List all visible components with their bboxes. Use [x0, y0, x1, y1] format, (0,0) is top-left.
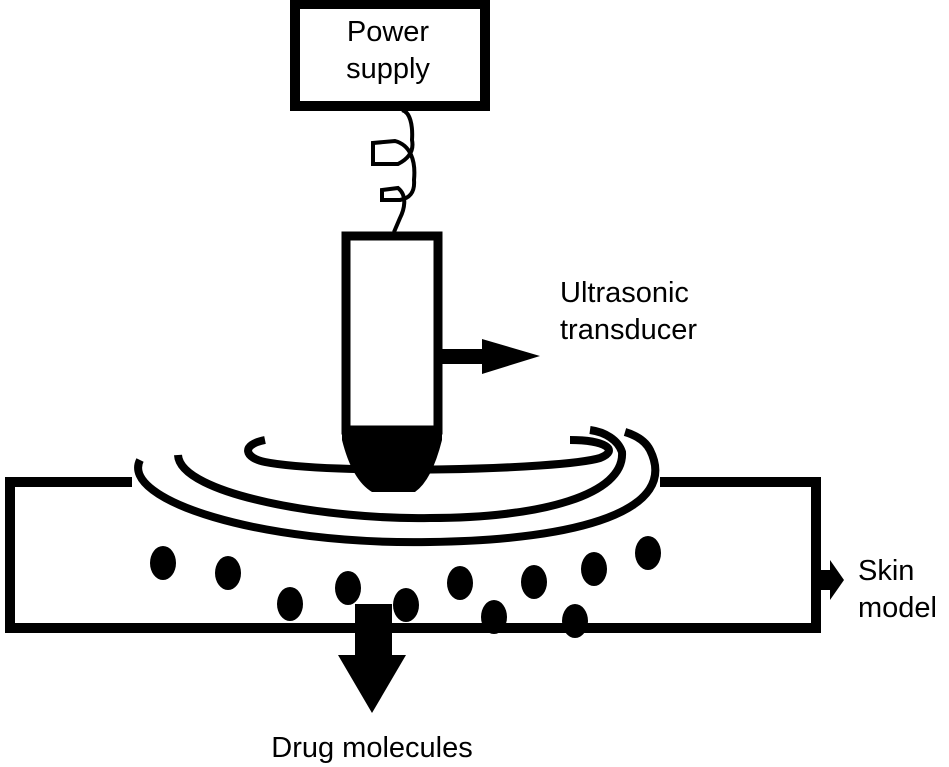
wave-middle: [174, 426, 627, 523]
skin-model-box: [5, 477, 821, 633]
drug-molecule: [447, 566, 473, 600]
drug-molecules-arrow: [338, 604, 406, 713]
skin-model: [5, 477, 821, 633]
transducer-tip: [342, 426, 442, 492]
drug-molecule: [635, 536, 661, 570]
ultrasound-waves: [134, 426, 660, 547]
drug-molecule: [277, 587, 303, 621]
drug-molecule: [521, 565, 547, 599]
transducer-body: [341, 231, 443, 435]
skin-model-label-line2: model: [858, 592, 937, 624]
transducer-label-line1: Ultrasonic: [560, 277, 689, 309]
power-supply-label-line1: Power: [347, 16, 430, 48]
drug-molecule: [481, 600, 507, 634]
power-supply-box: [290, 0, 490, 111]
transducer-label-line2: transducer: [560, 314, 697, 346]
skin-model-label-line1: Skin: [858, 555, 914, 587]
drug-molecule: [335, 571, 361, 605]
transducer-pointer-arrow: [442, 339, 540, 374]
drug-molecule: [150, 546, 176, 580]
drug-molecules-label: Drug molecules: [271, 732, 472, 764]
drug-molecule: [562, 604, 588, 638]
drug-molecule: [393, 588, 419, 622]
drug-molecule: [215, 556, 241, 590]
wave-inner: [244, 436, 613, 474]
ultrasonic-transducer: [341, 231, 443, 492]
power-supply-label-line2: supply: [346, 53, 430, 85]
power-supply: Power supply: [290, 0, 490, 111]
drug-molecule: [581, 552, 607, 586]
wave-outer: [134, 428, 660, 547]
drug-molecules: [150, 536, 661, 638]
coiled-cable: [371, 108, 417, 233]
skin-model-arrow: [820, 560, 844, 600]
